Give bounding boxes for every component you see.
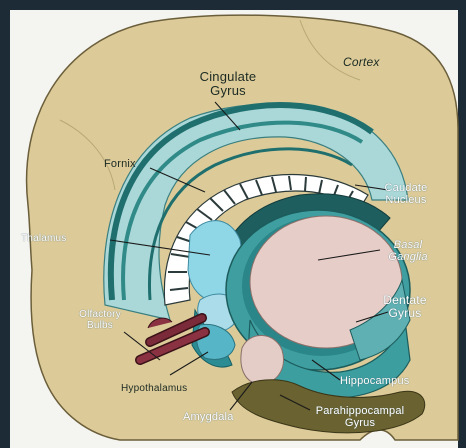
label-parahippocampal-gyrus-line2: Gyrus (300, 418, 420, 430)
label-cortex: Cortex (343, 56, 380, 69)
label-dentate-gyrus-line2: Gyrus (376, 307, 434, 320)
label-olfactory-bulbs: Olfactory Bulbs (70, 310, 130, 331)
label-dentate-gyrus-line1: Dentate (376, 294, 434, 307)
frame-right (458, 0, 466, 448)
label-thalamus: Thalamus (21, 234, 67, 245)
label-parahippocampal-gyrus: Parahippocampal Gyrus (300, 406, 420, 429)
label-caudate-nucleus: Caudate Nucleus (376, 183, 436, 206)
label-basal-ganglia: Basal Ganglia (384, 240, 432, 263)
label-hypothalamus: Hypothalamus (121, 384, 187, 395)
label-fornix: Fornix (104, 159, 136, 171)
label-basal-ganglia-line2: Ganglia (384, 252, 432, 264)
label-olfactory-bulbs-line2: Bulbs (70, 321, 130, 332)
label-amygdala: Amygdala (183, 412, 234, 424)
label-cingulate-gyrus: Cingulate Gyrus (188, 70, 268, 97)
frame-left (0, 0, 10, 448)
label-dentate-gyrus: Dentate Gyrus (376, 294, 434, 319)
label-cingulate-gyrus-line2: Gyrus (188, 84, 268, 98)
label-caudate-nucleus-line2: Nucleus (376, 195, 436, 207)
label-caudate-nucleus-line1: Caudate (376, 183, 436, 195)
label-olfactory-bulbs-line1: Olfactory (70, 310, 130, 321)
label-cingulate-gyrus-line1: Cingulate (188, 70, 268, 84)
label-basal-ganglia-line1: Basal (384, 240, 432, 252)
label-parahippocampal-gyrus-line1: Parahippocampal (300, 406, 420, 418)
amygdala-shape (241, 335, 284, 384)
label-hippocampus: Hippocampus (340, 376, 409, 388)
frame-top (0, 0, 466, 10)
